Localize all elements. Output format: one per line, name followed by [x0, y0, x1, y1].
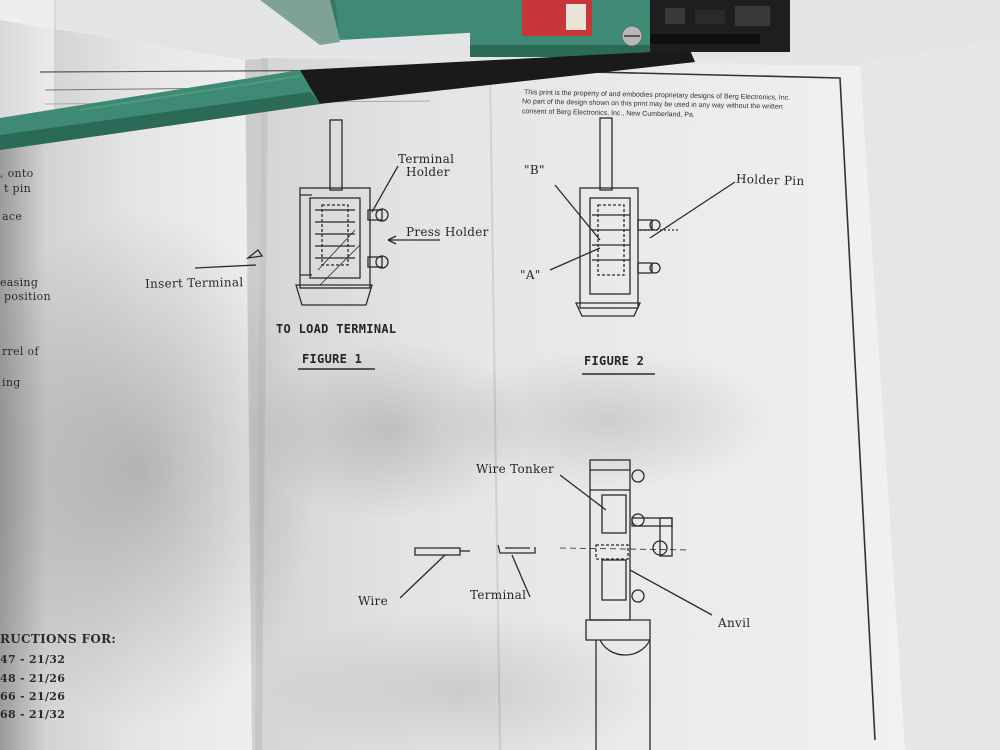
label-terminal: Terminal	[470, 588, 527, 602]
label-a: "A"	[520, 268, 541, 282]
label-press-holder: Press Holder	[406, 225, 489, 239]
label-terminal-holder-1: Terminal	[398, 152, 455, 166]
instruction-line-4: 68 - 21/32	[0, 708, 66, 721]
label-b: "B"	[524, 163, 545, 177]
figure1-subtitle: TO LOAD TERMINAL	[276, 322, 397, 336]
left-fragment-5: position	[4, 290, 51, 303]
figure3-drawing	[399, 459, 713, 750]
left-fragment-7: ing	[2, 376, 21, 389]
left-fragment-4: easing	[0, 276, 39, 289]
figure1-title: FIGURE 1	[302, 352, 363, 366]
label-wire-tonker: Wire Tonker	[476, 462, 555, 476]
label-holder-pin: Holder Pin	[735, 171, 805, 189]
label-terminal-holder-2: Holder	[406, 165, 450, 179]
left-fragment-3: ace	[2, 210, 23, 223]
instruction-line-3: 66 - 21/26	[0, 690, 66, 703]
instruction-line-1: 47 - 21/32	[0, 653, 66, 666]
left-fragment-1: , onto	[0, 167, 34, 180]
left-fragment-6: rrel of	[2, 345, 39, 358]
instruction-line-2: 48 - 21/26	[0, 672, 66, 685]
figure2-title: FIGURE 2	[584, 354, 645, 368]
figure1-drawing	[194, 119, 440, 306]
instructions-heading: RUCTIONS FOR:	[0, 632, 117, 646]
label-anvil: Anvil	[718, 616, 751, 630]
label-wire: Wire	[358, 594, 388, 608]
figure2-drawing	[549, 117, 736, 317]
label-insert-terminal: Insert Terminal	[144, 275, 244, 291]
left-fragment-2: t pin	[4, 182, 32, 195]
